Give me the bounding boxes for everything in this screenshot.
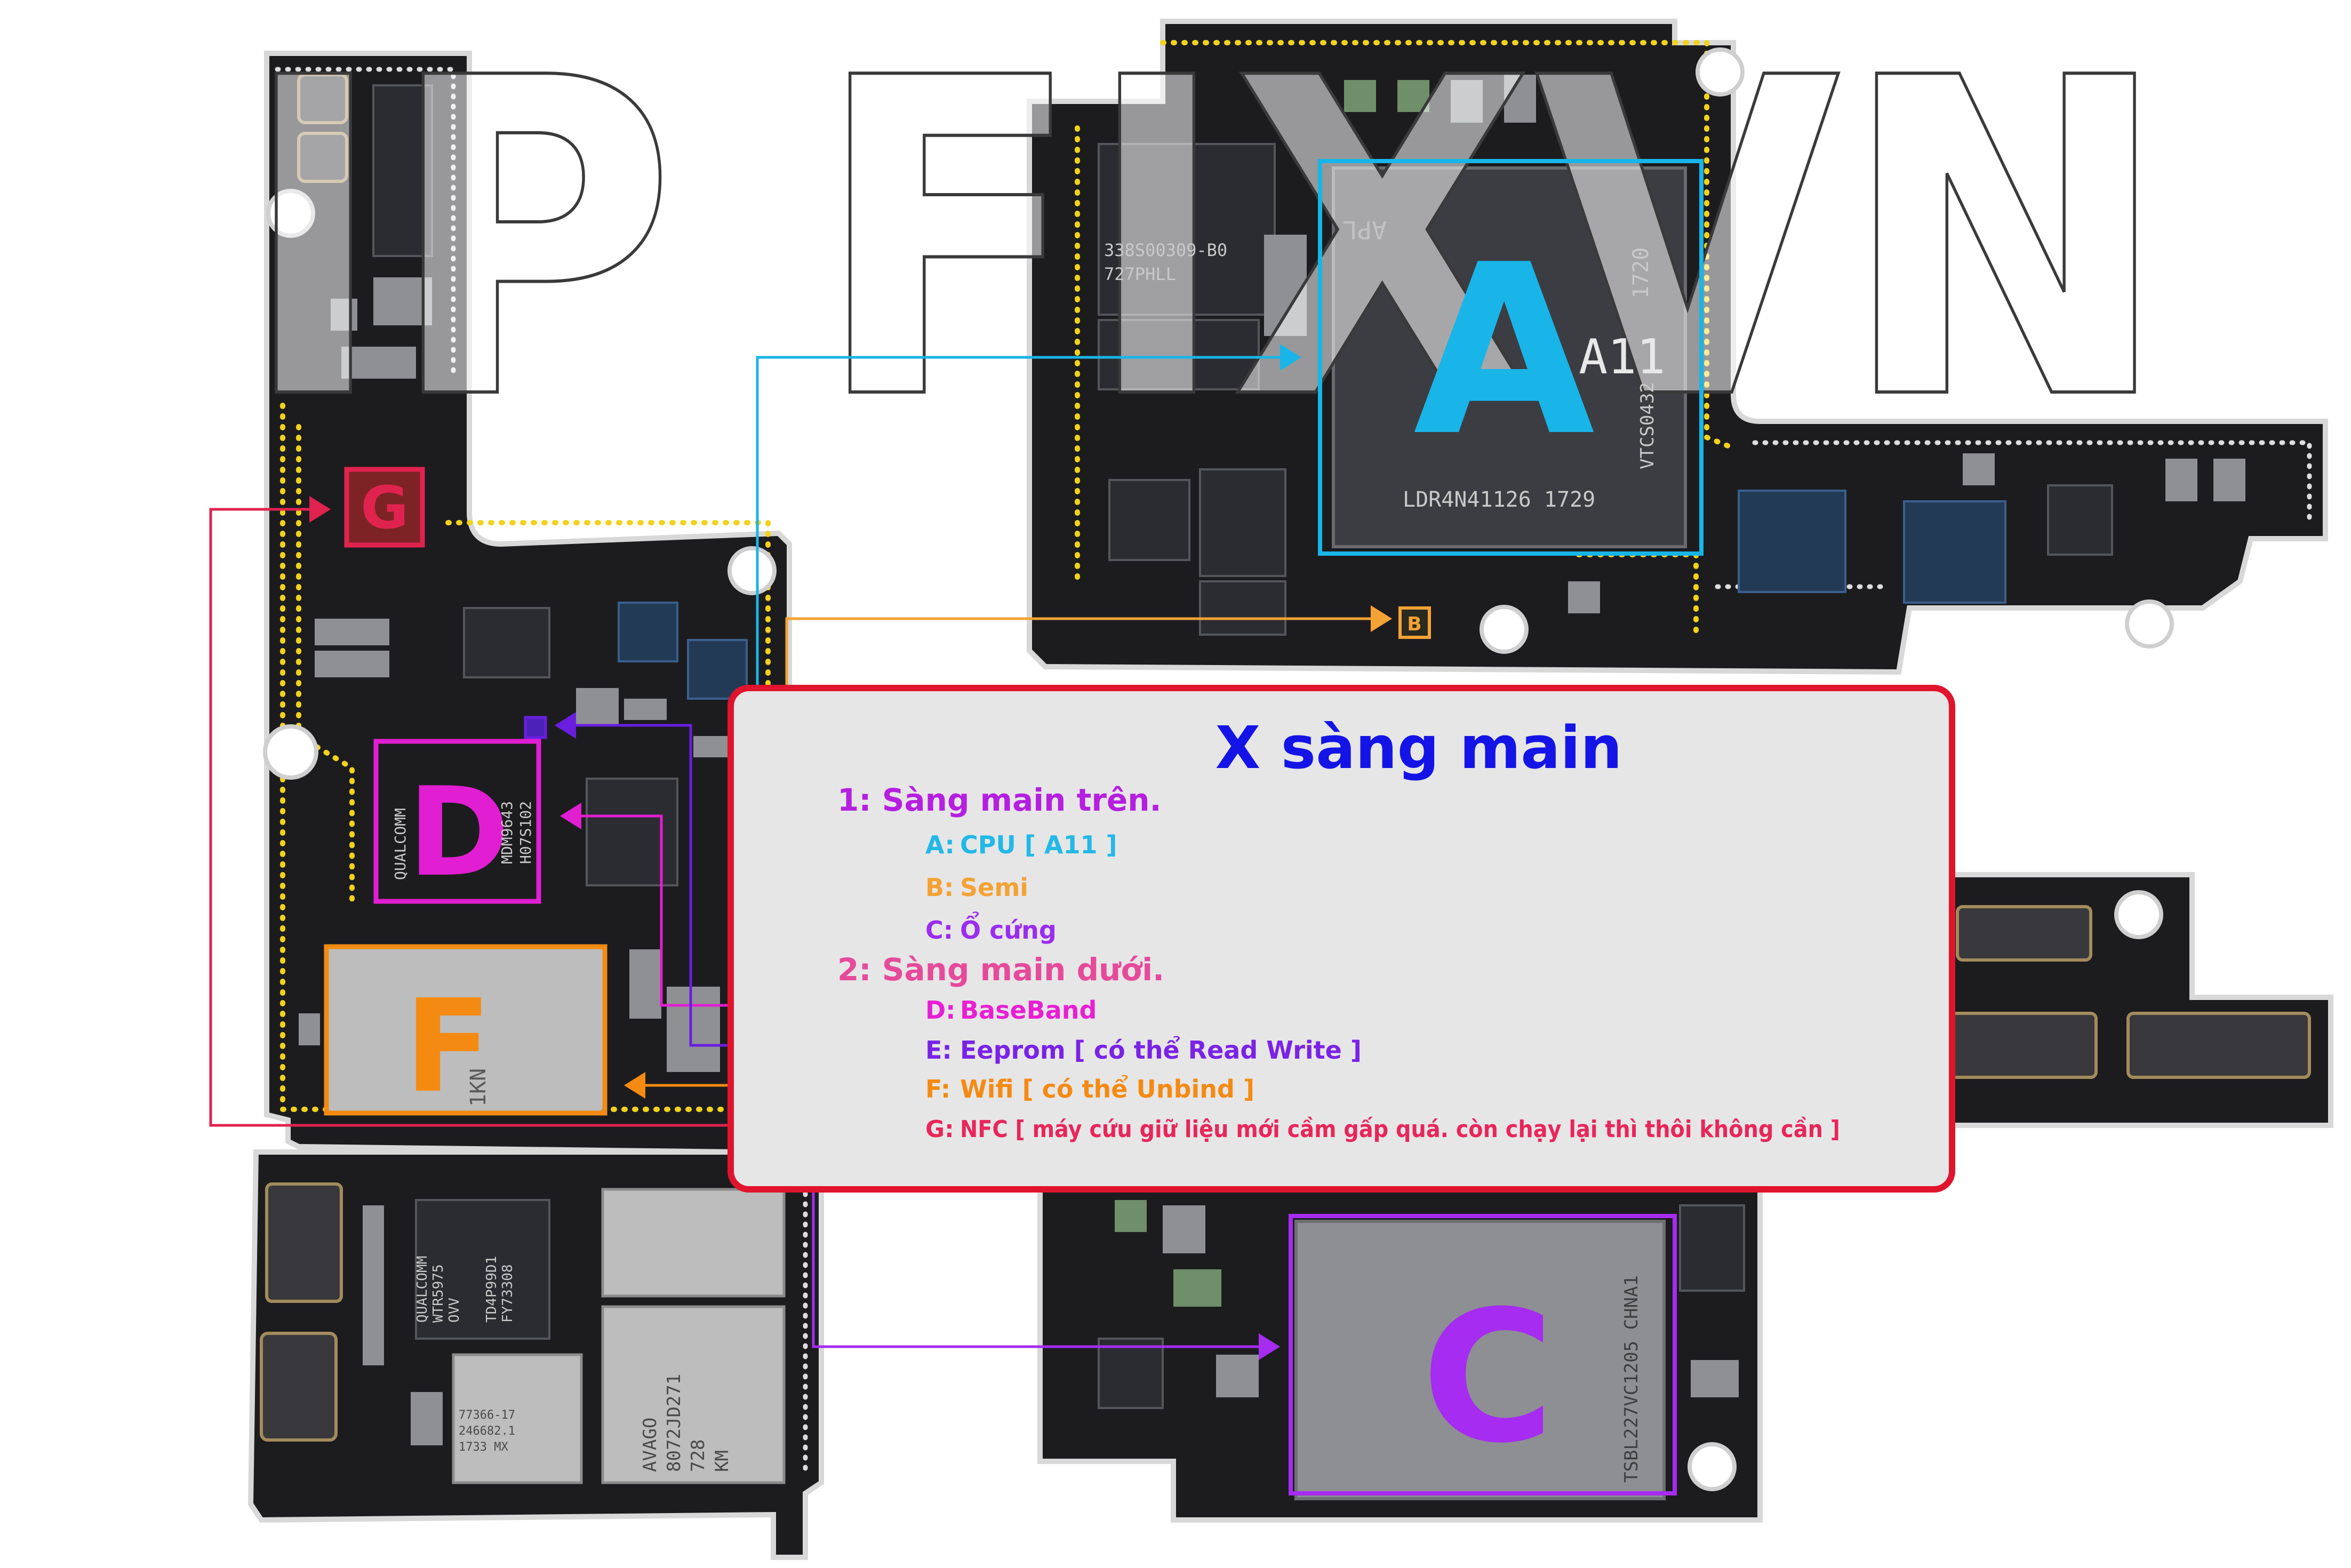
cpu-marking-0: APL <box>1342 215 1387 244</box>
marker-d: D <box>408 762 510 904</box>
transceiver-marking-2: OVV <box>446 1298 462 1323</box>
arrow-g <box>309 496 331 523</box>
legend-item-e-key: E: <box>925 1036 952 1065</box>
transceiver-marking-1: WTR5975 <box>430 1264 446 1323</box>
avago-marking-2: 728 <box>687 1439 709 1472</box>
top-right-board <box>1027 19 2328 675</box>
marker-f: F <box>404 972 492 1121</box>
nand-highlight-box <box>1289 1214 1677 1495</box>
cpu-marking-3: LDR4N41126 1729 <box>1403 487 1595 512</box>
nand-marking-0: TSBL227VC1205 CHNA1 <box>1621 1275 1642 1483</box>
transceiver-marking-4: FY73308 <box>500 1264 516 1323</box>
arrow-a <box>1280 344 1301 371</box>
cpu-marking-2: 1720 <box>1629 247 1653 299</box>
legend-item-g-text: NFC [ máy cứu giữ liệu mới cầm gấp quá. … <box>960 1116 1840 1143</box>
semi-marking-0: 338S00309-B0 <box>1104 240 1227 260</box>
eeprom-highlight-box <box>524 716 547 739</box>
legend-panel: X sàng main 1: Sàng main trên. A: CPU [ … <box>727 685 1955 1193</box>
legend-item-b-key: B: <box>925 873 954 902</box>
legend-item-c-text: Ổ cứng <box>960 911 1057 945</box>
chip-markings: APL A11 1720 LDR4N41126 1729 VTCS0432 33… <box>391 215 1666 1483</box>
legend-item-e-text: Eeprom [ có thể Read Write ] <box>960 1036 1362 1065</box>
line-g <box>209 508 925 1127</box>
avago-marking-1: 8072JD271 <box>663 1374 685 1472</box>
legend-item-d-key: D: <box>925 996 956 1025</box>
cpu-marking-4: VTCS0432 <box>1637 382 1658 469</box>
arrow-e <box>555 712 576 739</box>
avago-marking-0: AVAGO <box>639 1418 661 1472</box>
nfc-highlight-box <box>344 467 425 548</box>
legend-item-c-key: C: <box>925 916 953 945</box>
pa-marking-1: 246682.1 <box>459 1425 515 1438</box>
wifi-marking-0: 1KN <box>466 1068 491 1107</box>
marker-c: C <box>1421 1272 1555 1483</box>
legend-section-1: 1: Sàng main trên. <box>837 782 1162 818</box>
legend-item-d-text: BaseBand <box>960 996 1097 1025</box>
cpu-marking-1: A11 <box>1579 329 1666 385</box>
semi-marking-1: 727PHLL <box>1104 264 1176 284</box>
pa-marking-2: 1733 MX <box>459 1441 508 1454</box>
legend-item-f-key: F: <box>925 1075 950 1103</box>
legend-title: X sàng main <box>1215 714 1622 782</box>
cpu-highlight-box <box>1318 159 1704 556</box>
legend-panel-box <box>727 685 1955 1193</box>
legend-item-f-text: Wifi [ có thể Unbind ] <box>960 1075 1254 1103</box>
bottom-right-board <box>1037 1187 1763 1523</box>
legend-item-a-text: CPU [ A11 ] <box>960 830 1117 859</box>
legend-item-a-key: A: <box>925 830 955 859</box>
avago-marking-3: KM <box>711 1450 733 1472</box>
arrow-d <box>560 803 581 829</box>
wifi-highlight-box <box>324 944 607 1116</box>
baseband-marking-1: MDM9643 <box>498 801 516 864</box>
semi-highlight-box <box>1398 606 1431 639</box>
legend-item-g-key: G: <box>925 1116 954 1143</box>
arrow-c <box>1259 1333 1280 1360</box>
legend-section-2: 2: Sàng main dưới. <box>837 951 1164 988</box>
baseband-marking-2: H07S102 <box>517 801 534 864</box>
legend-item-b-text: Semi <box>960 873 1028 902</box>
watermark-text: IP FIXVN <box>240 0 2171 495</box>
left-board <box>247 51 824 1560</box>
connector-board <box>1939 872 2333 1128</box>
marker-a: A <box>1413 214 1597 487</box>
marker-g: G <box>361 474 409 542</box>
arrow-f <box>624 1072 645 1099</box>
transceiver-marking-3: TD4P99D1 <box>484 1256 500 1323</box>
baseband-marking-0: QUALCOMM <box>391 808 409 880</box>
transceiver-marking-0: QUALCOMM <box>414 1256 430 1323</box>
arrow-b <box>1371 605 1392 632</box>
marker-b: B <box>1407 613 1421 635</box>
pa-marking-0: 77366-17 <box>459 1409 515 1422</box>
baseband-highlight-box <box>373 739 541 904</box>
